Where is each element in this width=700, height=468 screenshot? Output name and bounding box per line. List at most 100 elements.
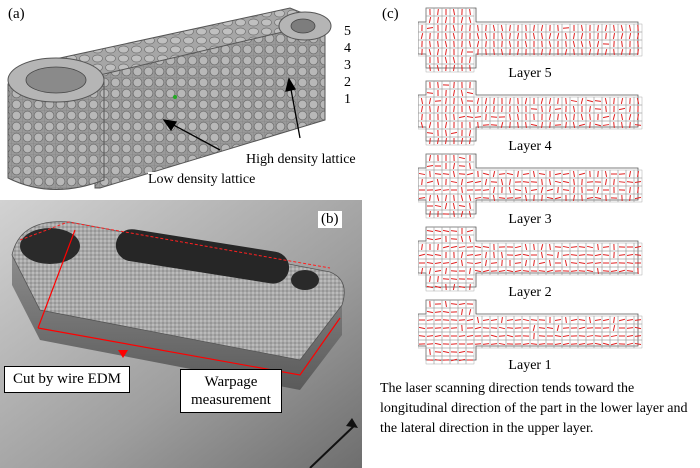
scan-vector xyxy=(453,105,455,113)
scan-vector xyxy=(437,81,439,89)
scan-vector xyxy=(506,334,514,338)
scan-vector xyxy=(434,254,442,256)
scan-vector xyxy=(426,92,434,94)
scan-vector xyxy=(634,254,642,256)
scan-vector xyxy=(634,319,642,321)
scan-vector xyxy=(452,32,456,40)
scan-vector xyxy=(578,123,586,127)
scan-vector xyxy=(530,181,538,183)
scan-vector xyxy=(589,40,591,48)
scan-vector xyxy=(501,105,503,113)
scan-vector xyxy=(594,319,602,321)
scan-vector xyxy=(522,270,530,272)
scan-vector xyxy=(469,8,471,16)
scan-vector xyxy=(564,259,568,267)
scan-vector xyxy=(492,194,496,202)
scan-vector xyxy=(469,24,471,32)
scan-vector xyxy=(509,113,511,121)
layer-title-1: Layer 1 xyxy=(508,358,552,373)
scan-vector xyxy=(517,121,519,129)
scan-vector xyxy=(524,194,528,202)
scan-vector xyxy=(500,178,504,186)
scan-vector xyxy=(452,24,456,32)
scan-vector xyxy=(477,121,479,129)
scan-vector xyxy=(628,32,632,40)
scan-vector xyxy=(493,186,495,194)
scan-vector xyxy=(548,97,552,105)
scan-vector xyxy=(562,27,570,29)
scan-vector xyxy=(434,285,442,289)
scan-vector xyxy=(594,196,602,200)
scan-vector xyxy=(589,316,591,324)
scan-vector xyxy=(610,270,618,272)
scan-vector xyxy=(484,97,488,105)
scan-vector xyxy=(436,194,440,202)
scan-vector xyxy=(469,202,471,210)
scan-vector xyxy=(594,253,602,257)
scan-vector xyxy=(466,180,474,184)
scan-vector xyxy=(466,318,474,322)
scan-vector xyxy=(581,24,583,32)
scan-vector xyxy=(554,335,562,337)
scan-vector xyxy=(493,251,495,259)
scan-vector xyxy=(509,178,511,186)
scan-vector xyxy=(442,327,450,329)
scan-vector xyxy=(570,99,578,103)
scan-vector xyxy=(434,359,442,361)
scan-vector xyxy=(434,173,442,175)
scan-vector xyxy=(618,181,626,183)
scan-vector xyxy=(524,97,528,105)
scan-vector xyxy=(452,162,456,170)
scan-vector xyxy=(530,123,538,127)
scan-vector xyxy=(458,302,466,306)
scan-vector xyxy=(477,24,479,32)
scan-vector xyxy=(485,40,487,48)
scan-vector xyxy=(554,319,562,321)
scan-vector xyxy=(474,245,482,249)
scan-vector xyxy=(636,32,640,40)
scan-vector xyxy=(442,173,450,175)
scan-vector xyxy=(637,113,639,121)
scan-vector xyxy=(469,56,471,64)
scan-vector xyxy=(509,97,511,105)
scan-vector xyxy=(532,324,536,332)
layer-title-5: Layer 5 xyxy=(508,66,552,81)
scan-vector xyxy=(444,56,448,64)
scan-vector xyxy=(421,243,423,251)
scan-vector xyxy=(525,32,527,40)
layer-number-5: 5 xyxy=(344,24,351,39)
scan-vector xyxy=(452,170,456,178)
scan-vector xyxy=(541,194,543,202)
scan-vector xyxy=(578,246,586,248)
scan-vector xyxy=(586,269,594,273)
scan-vector xyxy=(426,230,434,232)
scan-vector xyxy=(461,186,463,194)
scan-vector xyxy=(533,243,535,251)
scan-vector xyxy=(564,48,568,56)
scan-vector xyxy=(570,262,578,264)
scan-vector xyxy=(468,40,472,48)
scan-vector xyxy=(522,181,530,183)
scan-vector xyxy=(562,327,570,329)
scan-vector xyxy=(514,262,522,264)
scan-vector xyxy=(548,113,552,121)
scan-vector xyxy=(565,121,567,129)
scan-vector xyxy=(596,186,600,194)
scan-vector xyxy=(484,105,488,113)
scan-vector xyxy=(586,245,594,249)
scan-vector xyxy=(474,196,482,200)
scan-vector xyxy=(428,267,432,275)
layer-title-3: Layer 3 xyxy=(508,212,552,227)
scan-vector xyxy=(596,40,600,48)
scan-vector xyxy=(578,335,586,337)
scan-vector xyxy=(546,196,554,200)
scan-vector xyxy=(506,172,514,176)
scan-vector xyxy=(420,105,424,113)
scan-vector xyxy=(637,186,639,194)
scan-vector xyxy=(474,253,482,257)
scan-vector xyxy=(453,194,455,202)
scan-vector xyxy=(418,172,426,176)
scan-vector xyxy=(429,348,431,356)
scan-vector xyxy=(570,318,578,322)
scan-vector xyxy=(548,259,552,267)
